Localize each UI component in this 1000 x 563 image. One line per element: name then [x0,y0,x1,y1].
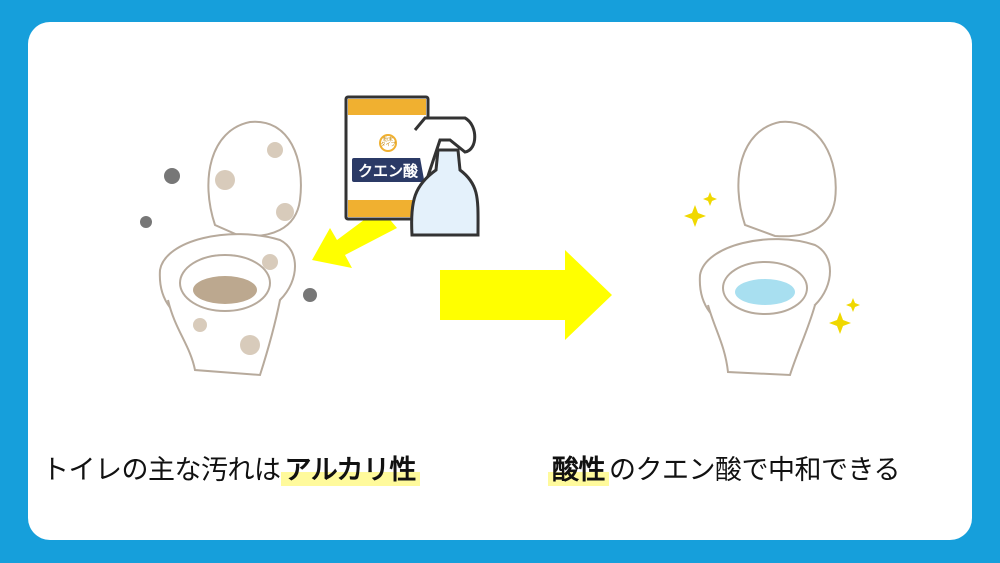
clean-toilet-icon [698,120,837,377]
sparkle-icon [684,192,860,334]
spray-bottle-icon [410,116,480,237]
left-caption: トイレの主な汚れはアルカリ性 [42,448,420,487]
right-caption-text: のクエン酸で中和できる [609,455,900,486]
germ-icon [140,168,317,302]
left-caption-text: トイレの主な汚れは [42,455,281,486]
small-arrow-icon [312,208,397,268]
acidic-highlight: 酸性 [548,455,609,486]
big-arrow-icon [440,250,612,340]
right-caption: 酸性のクエン酸で中和できる [548,448,900,487]
alkaline-highlight: アルカリ性 [280,455,420,486]
product-badge: 粉末 タイプ [380,138,396,148]
badge-bottom-text: タイプ [380,142,396,148]
citric-acid-box-icon [344,95,430,221]
product-label: クエン酸 [357,162,418,180]
badge-top-text: 粉末 [382,137,393,143]
dirty-toilet-icon [158,120,302,377]
